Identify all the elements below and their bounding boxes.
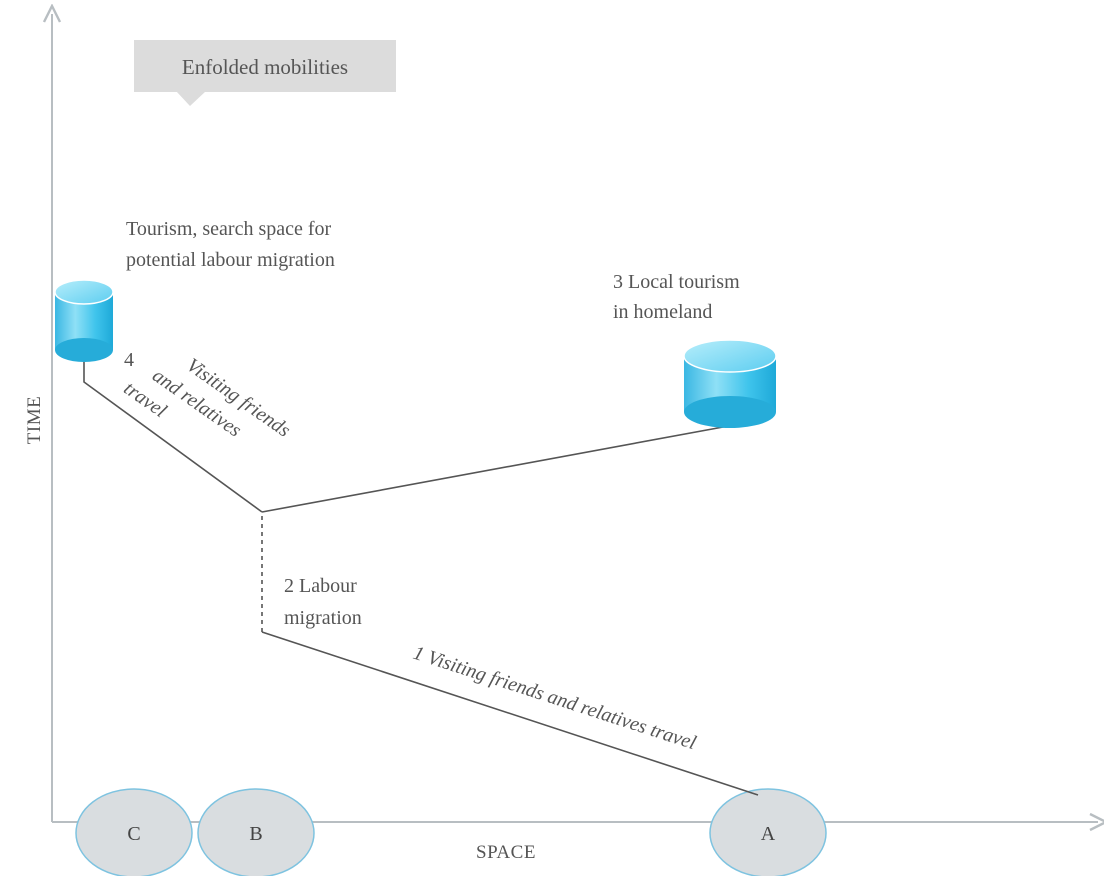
place-node-c: C xyxy=(75,788,193,876)
tourism-label-line1: Tourism, search space for xyxy=(126,218,332,240)
place-node-b: B xyxy=(197,788,315,876)
place-label-a: A xyxy=(761,823,776,845)
labour-migration-label-line2: migration xyxy=(284,607,362,629)
vfr1-label: 1 Visiting friends and relatives travel xyxy=(410,642,699,755)
tourism-stay-cylinder xyxy=(54,279,114,362)
tourism-label-line2: potential labour migration xyxy=(126,249,335,271)
local-tourism-label-line1: 3 Local tourism xyxy=(613,271,740,293)
local-tourism-cylinder xyxy=(683,339,777,428)
labour-migration-label-line1: 2 Labour xyxy=(284,575,357,597)
path-1-vfr-travel xyxy=(261,631,759,796)
place-label-c: C xyxy=(127,823,140,845)
space-axis-label: SPACE xyxy=(476,842,536,863)
place-label-b: B xyxy=(249,823,262,845)
vfr4-number: 4 xyxy=(124,349,134,371)
callout-text: Enfolded mobilities xyxy=(182,55,348,79)
local-tourism-label-line2: in homeland xyxy=(613,301,712,323)
path-3-local-tourism xyxy=(261,424,735,513)
enfolded-mobilities-callout: Enfolded mobilities xyxy=(134,40,396,106)
time-axis-label: TIME xyxy=(24,396,45,444)
place-node-a: A xyxy=(709,788,827,876)
